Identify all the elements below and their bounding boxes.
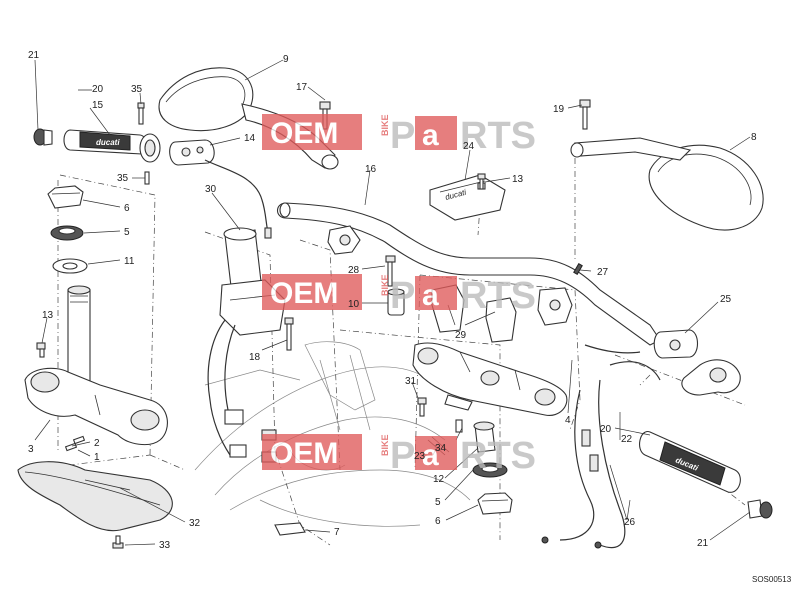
watermark-rts: RTS [460,275,536,317]
seal-5 [50,225,84,241]
watermark-a: a [422,279,439,312]
callout-3: 3 [28,444,34,455]
watermark-a: a [422,119,439,152]
callout-17: 17 [296,82,308,93]
callout-30: 30 [205,184,217,195]
throttle-cables-26 [541,344,661,549]
watermark-oem: OEM [270,117,338,150]
watermark-bike: BIKE [380,434,390,456]
right-grip-assembly: ducati [639,431,773,519]
washer-11 [52,258,88,274]
bar-clamp-right [537,287,573,326]
watermark-middle: OEM BIKE P a RTS [262,274,536,317]
bolt-13-left [36,342,46,358]
ignition-assembly-30 [207,227,286,463]
watermark-bike: BIKE [380,274,390,296]
callout-28: 28 [348,265,360,276]
callout-29: 29 [455,330,467,341]
callout-26: 26 [624,517,636,528]
watermark-p: P [390,435,415,477]
watermark-bottom: OEM BIKE P a RTS [262,434,536,477]
callout-13-top: 13 [512,174,524,185]
callout-25: 25 [720,294,732,305]
bolt-31 [417,397,427,417]
left-switch-14 [169,139,272,239]
grip-brand-left: ducati [96,138,120,147]
bolt-18 [284,317,294,351]
watermark-a: a [422,439,439,472]
watermark-p: P [390,275,415,317]
callout-6-right: 6 [435,516,441,527]
callout-32: 32 [189,518,201,529]
bolt-33 [112,535,124,549]
callout-1: 1 [94,452,100,463]
callout-19: 19 [553,104,565,115]
callout-2: 2 [94,438,100,449]
stem-nut-6 [47,185,84,209]
mirror-right [570,137,764,231]
callout-14: 14 [244,133,256,144]
leader-lines [34,59,751,546]
pin-27 [573,262,583,276]
bolt-28 [385,255,396,287]
callout-4: 4 [565,415,571,426]
clip-7 [274,522,306,536]
callout-21-left: 21 [28,50,40,61]
callout-27: 27 [597,267,609,278]
handlebar-16 [276,202,661,346]
watermark-bike: BIKE [380,114,390,136]
callout-11: 11 [124,256,135,267]
callout-15: 15 [92,100,104,111]
callout-33: 33 [159,540,171,551]
callout-13-left: 13 [42,310,54,321]
callout-35-top: 35 [131,84,143,95]
bolt-19 [579,99,591,130]
watermark-oem: OEM [270,277,338,310]
drawing-code: SOS00513 [752,575,792,584]
bolt-35-bottom [144,171,150,185]
bolt-35-top [137,102,145,125]
callout-6-left: 6 [124,203,130,214]
callout-5-left: 5 [124,227,130,238]
callout-35-bottom: 35 [117,173,129,184]
callout-10: 10 [348,299,360,310]
callout-9: 9 [283,54,289,65]
guard-32 [17,461,173,532]
callout-21-right: 21 [697,538,709,549]
callout-22: 22 [621,434,633,445]
callout-18: 18 [249,352,261,363]
callout-labels: 21 20 15 35 35 9 17 14 19 8 24 13 16 6 5… [28,50,792,584]
callout-34: 34 [435,443,447,454]
callout-24: 24 [463,141,475,152]
lower-triple-clamp-3 [24,367,168,446]
bolt-13-top [477,173,486,190]
callout-12: 12 [433,474,445,485]
watermark-oem: OEM [270,437,338,470]
callout-20-left: 20 [92,84,104,95]
callout-23: 23 [414,451,426,462]
key-34 [444,394,473,433]
stem-parts-right [472,421,513,515]
callout-31: 31 [405,376,417,387]
frame-background [194,341,471,527]
watermark-p: P [390,115,415,157]
top-triple-clamp [412,342,568,416]
small-bolts-1-2 [64,435,86,452]
watermark-rts: RTS [460,115,536,157]
spacer-10 [387,288,405,316]
left-grip-assembly: ducati [33,128,161,163]
callout-7: 7 [334,527,340,538]
watermark-top: OEM BIKE P a RTS [262,114,536,157]
bracket-24: ducati [429,174,506,221]
watermark-rts: RTS [460,435,536,477]
callout-16: 16 [365,164,377,175]
bar-clamp-left [327,225,361,255]
callout-8: 8 [751,132,757,143]
callout-5-right: 5 [435,497,441,508]
right-switch-25 [653,329,741,396]
callout-20-right: 20 [600,424,612,435]
